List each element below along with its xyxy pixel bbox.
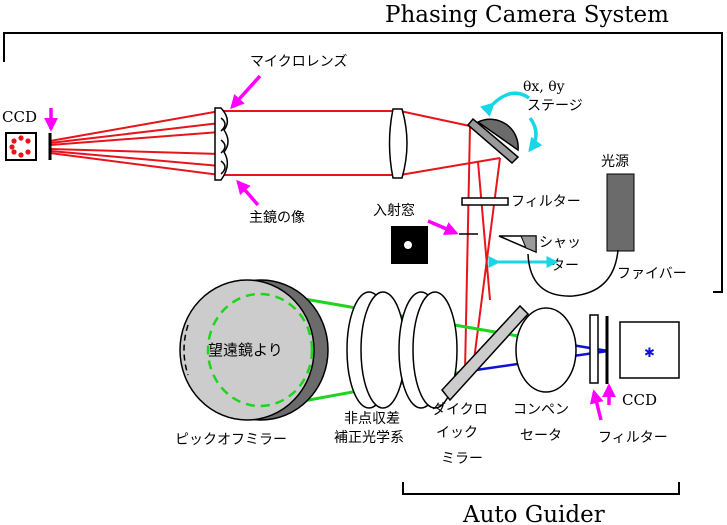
ccd-right-star-icon: ✱ (644, 346, 655, 361)
microlens-array (214, 107, 229, 181)
microlens-label: マイクロレンズ (250, 54, 347, 70)
auto-guider-title: Auto Guider (462, 502, 605, 525)
entrance-window-aperture (404, 241, 412, 249)
filter-bottom (589, 314, 599, 384)
entrance-window-arrow (427, 219, 459, 236)
fiber (527, 249, 619, 297)
auto-guider-bracket (402, 482, 680, 495)
pickoff-mirror-label: ピックオフミラー (175, 432, 287, 448)
ccd-left (5, 132, 52, 161)
compensator-label-2: セータ (520, 428, 562, 444)
compensator-lens (515, 307, 577, 393)
phasing-system-title: Phasing Camera System (385, 2, 669, 28)
compensator-label-1: コンペン (513, 402, 569, 418)
stage-label-name: ステージ (527, 98, 583, 114)
tilt-mirror-stage (466, 117, 520, 165)
filter-bottom-arrow (589, 389, 604, 421)
shutter-label-2: ター (551, 258, 579, 274)
from-telescope-label: 望遠鏡より (208, 341, 283, 359)
stage-label-axes: θx, θy (523, 79, 565, 95)
phasing-system-bracket (3, 32, 723, 293)
astig-label-2: 補正光学系 (334, 430, 404, 446)
collimator-lens (388, 108, 408, 179)
shutter-label-1: シャッ (539, 235, 581, 251)
light-source (606, 173, 635, 252)
stage-rotation-arrow-right (528, 116, 543, 153)
ccd-right-view (619, 321, 680, 379)
ccd-left-label: CCD (2, 108, 37, 126)
filter-top (461, 197, 509, 206)
red-beam (49, 110, 501, 373)
dichroic-mirror (441, 304, 530, 402)
dichroic-label-1: ダイクロ (432, 402, 488, 418)
pickoff-mirror (179, 279, 329, 421)
mirror-image-arrow (236, 179, 260, 207)
dichroic-label-2: イック (436, 425, 478, 441)
fiber-label: ファイバー (617, 266, 687, 282)
light-source-label: 光源 (601, 154, 629, 170)
stage-rotation-arrow-top (480, 91, 531, 117)
dichroic-label-3: ミラー (441, 451, 483, 467)
astig-label-1: 非点収差 (344, 411, 400, 427)
astigmatism-corrector (346, 291, 458, 409)
entrance-window-label: 入射窓 (373, 202, 415, 219)
filter-top-label: フィルター (511, 194, 581, 210)
microlens-arrow (230, 74, 262, 110)
filter-bottom-label: フィルター (598, 430, 668, 446)
ccd-right-label: CCD (622, 391, 657, 409)
shutter-prism (498, 235, 537, 254)
mirror-image-label: 主鏡の像 (249, 210, 305, 226)
